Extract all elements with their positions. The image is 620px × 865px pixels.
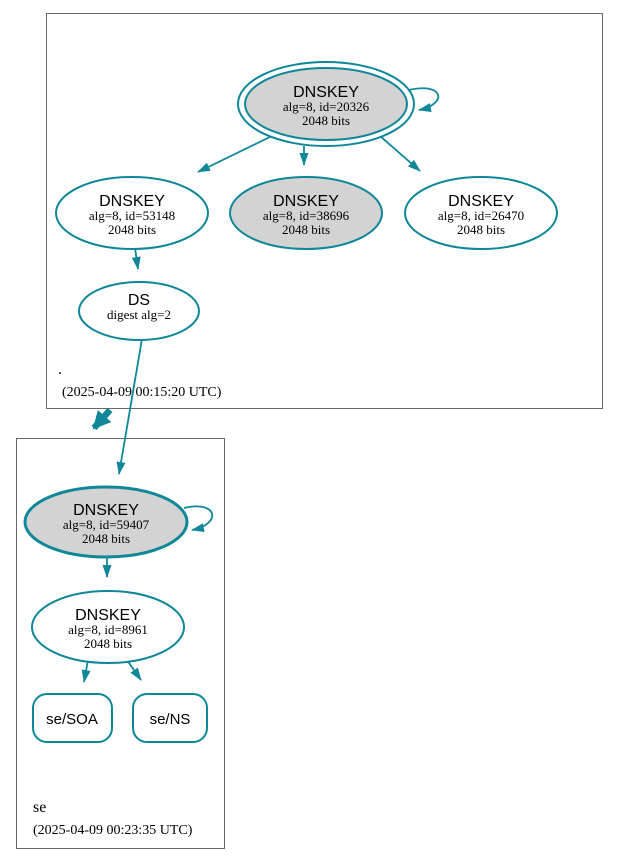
node-ds: DS digest alg=2	[78, 281, 200, 341]
node-title: DNSKEY	[73, 502, 139, 519]
node-title: DS	[128, 292, 150, 309]
ksk-ellipse	[23, 485, 189, 559]
node-detail: alg=8, id=53148	[89, 208, 175, 223]
node-ellipse	[404, 176, 558, 250]
node-dnskey-26470: DNSKEY alg=8, id=26470 2048 bits	[404, 176, 558, 250]
node-dnskey-8961: DNSKEY alg=8, id=8961 2048 bits	[31, 590, 185, 664]
node-title: DNSKEY	[75, 607, 141, 624]
node-dnskey-20326: DNSKEY alg=8, id=20326 2048 bits	[237, 61, 415, 147]
node-detail: alg=8, id=38696	[263, 208, 350, 223]
edge-dnskey8961-sens	[126, 659, 142, 681]
zone-label-se: se	[33, 799, 46, 816]
zone-delegation-arrow	[91, 407, 113, 431]
node-title: DNSKEY	[273, 193, 339, 210]
zone-cluster-se	[16, 438, 225, 849]
node-detail: 2048 bits	[82, 531, 130, 546]
node-title: DNSKEY	[99, 193, 165, 210]
edge-ds-ksk59407	[116, 338, 143, 475]
zone-timestamp-root: (2025-04-09 00:15:20 UTC)	[62, 385, 222, 400]
node-ellipse	[229, 176, 383, 250]
node-detail: 2048 bits	[302, 113, 350, 128]
node-detail: 2048 bits	[108, 222, 156, 237]
zone-cluster-root	[46, 13, 603, 409]
zone-timestamp-se: (2025-04-09 00:23:35 UTC)	[33, 823, 193, 838]
node-dnskey-53148: DNSKEY alg=8, id=53148 2048 bits	[55, 176, 209, 250]
node-title: DNSKEY	[448, 193, 514, 210]
node-detail: alg=8, id=26470	[438, 208, 524, 223]
node-dnskey-59407: DNSKEY alg=8, id=59407 2048 bits	[23, 485, 189, 559]
rrset-label: se/NS	[150, 711, 191, 728]
node-rrset-se-soa: se/SOA	[32, 693, 113, 743]
edge-ksk20326-dnskey53148	[197, 135, 273, 173]
rrset-box	[32, 693, 113, 743]
zone-label-root: .	[58, 361, 62, 378]
node-ellipse	[78, 281, 200, 341]
node-detail: alg=8, id=59407	[63, 517, 150, 532]
node-dnskey-38696: DNSKEY alg=8, id=38696 2048 bits	[229, 176, 383, 250]
node-detail: alg=8, id=8961	[68, 622, 148, 637]
node-detail: 2048 bits	[457, 222, 505, 237]
node-detail: 2048 bits	[84, 636, 132, 651]
edge-dnskey53148-ds	[131, 247, 141, 270]
node-ellipse	[31, 590, 185, 664]
self-loop-ksk20326	[408, 87, 439, 112]
node-rrset-se-ns: se/NS	[132, 693, 208, 743]
node-ellipse	[55, 176, 209, 250]
rrset-label: se/SOA	[46, 711, 98, 728]
ksk-inner-ellipse	[244, 67, 408, 141]
rrset-box	[132, 693, 208, 743]
edge-ksk20326-dnskey26470	[379, 135, 421, 172]
node-detail: 2048 bits	[282, 222, 330, 237]
self-loop-ksk59407	[183, 505, 213, 533]
node-title: DNSKEY	[293, 84, 359, 101]
edge-dnskey8961-sesoa	[81, 659, 91, 683]
node-detail: digest alg=2	[107, 307, 171, 322]
node-detail: alg=8, id=20326	[283, 99, 370, 114]
